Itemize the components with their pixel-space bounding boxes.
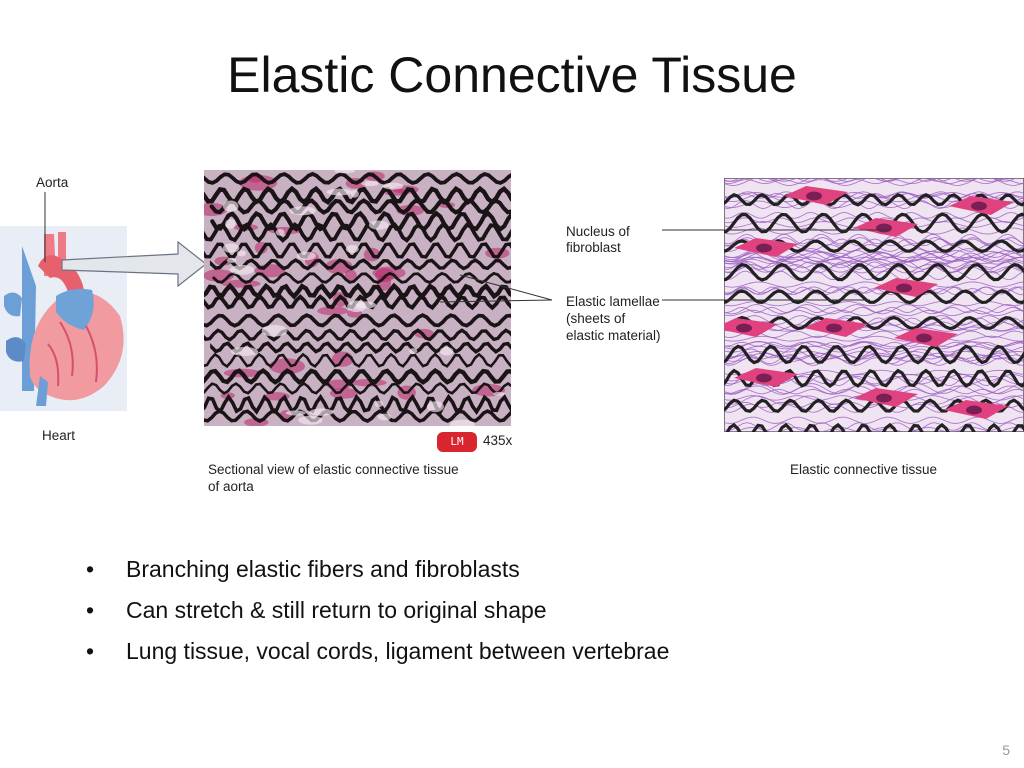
magnification-label: 435x [483,433,513,448]
bullet-dot: • [86,597,95,623]
aorta-label: Aorta [36,175,69,190]
bullet-dot: • [86,638,95,664]
bullet-item: • Branching elastic fibers and fibroblast… [84,553,669,594]
bullet-item: • Can stretch & still return to original … [84,594,669,635]
heart-illustration [0,226,127,411]
lm-badge: LM [437,432,477,452]
micrograph-caption-line1: Sectional view of elastic connective tis… [208,462,459,477]
aorta-leader-line [44,192,207,288]
bullet-dot: • [86,556,95,582]
lamellae-label-line3: elastic material) [566,328,661,343]
bullet-text: Lung tissue, vocal cords, ligament betwe… [126,638,670,664]
lamellae-label-line2: (sheets of [566,311,626,326]
bullet-list: • Branching elastic fibers and fibroblast… [84,553,669,676]
micrograph-image [204,170,511,426]
page-number: 5 [1002,742,1010,758]
bullet-text: Can stretch & still return to original s… [126,597,547,623]
tissue-illustration [724,178,1024,432]
bullet-text: Branching elastic fibers and fibroblasts [126,556,520,582]
heart-label: Heart [42,428,76,443]
illustration-caption: Elastic connective tissue [790,462,938,477]
lamellae-label-line1: Elastic lamellae [566,294,660,309]
nucleus-label-line2: fibroblast [566,240,621,255]
micrograph-caption-line2: of aorta [208,479,254,494]
bullet-item: • Lung tissue, vocal cords, ligament betw… [84,635,669,676]
label-leader-lines [439,229,890,303]
slide-title: Elastic Connective Tissue [227,47,797,103]
nucleus-label-line1: Nucleus of [566,224,630,239]
